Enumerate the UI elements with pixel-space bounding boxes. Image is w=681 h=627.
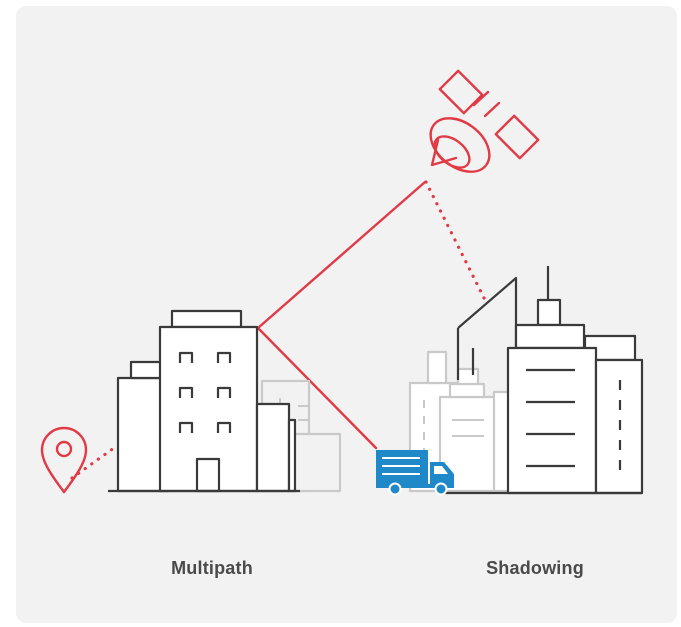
location-pin-icon bbox=[40, 426, 88, 494]
satellite-icon bbox=[429, 69, 540, 173]
blocked-signal-ray bbox=[424, 180, 488, 304]
delivery-truck-icon bbox=[376, 450, 454, 496]
reflected-signal-bounce bbox=[256, 326, 378, 450]
city-buildings-left bbox=[108, 309, 300, 493]
city-buildings-right bbox=[440, 266, 644, 495]
signal-paths bbox=[70, 180, 488, 480]
reflected-signal-ray bbox=[256, 180, 427, 330]
pin-connection bbox=[70, 446, 116, 480]
illustration-panel bbox=[16, 6, 677, 623]
shadowing-label: Shadowing bbox=[486, 558, 584, 578]
multipath-label: Multipath bbox=[171, 558, 253, 578]
